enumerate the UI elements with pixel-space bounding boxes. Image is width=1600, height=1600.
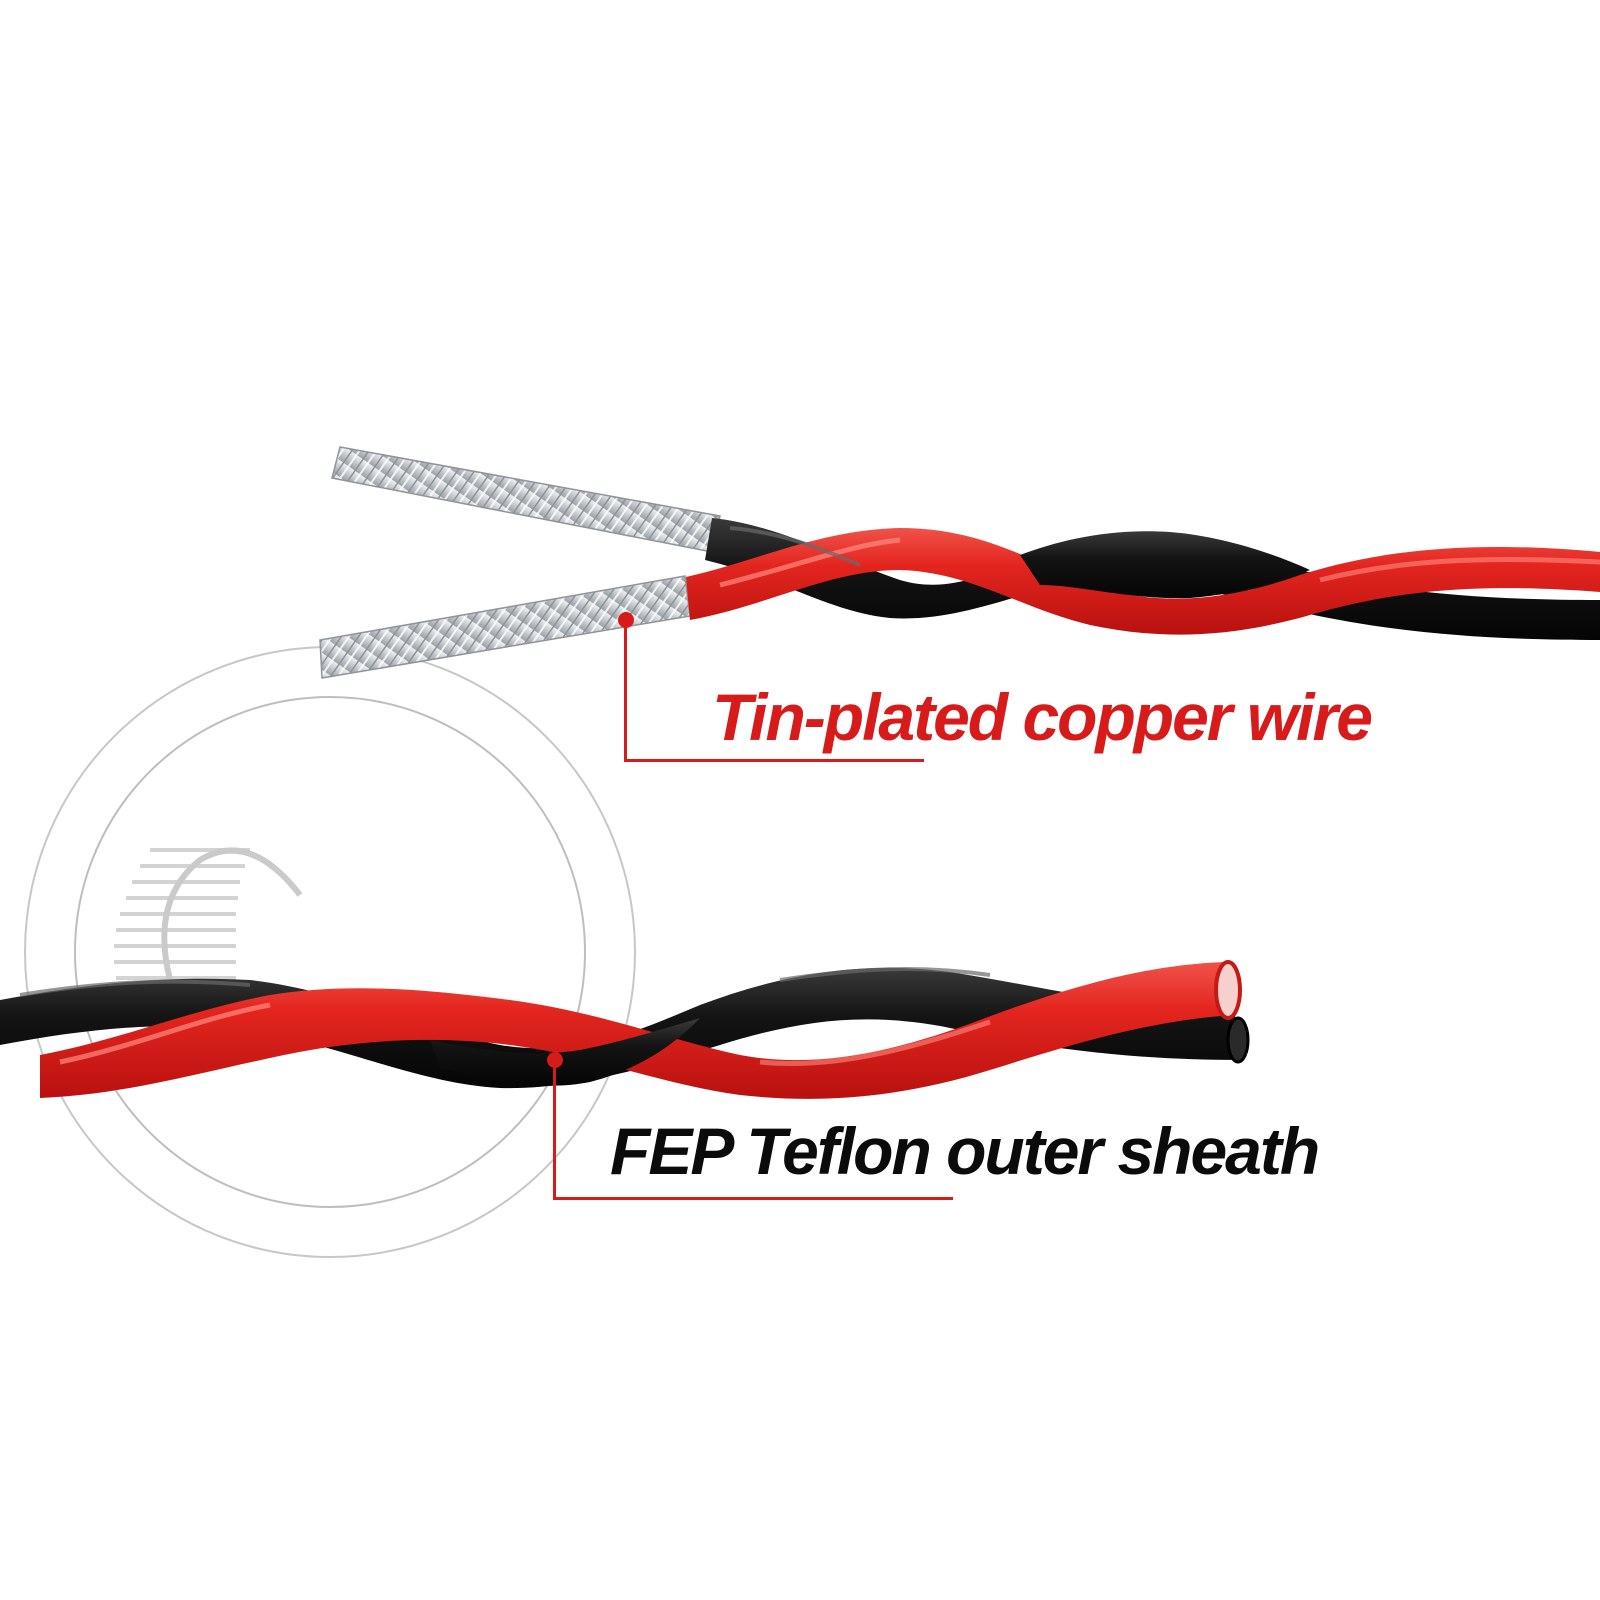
label-fep-teflon-outer-sheath: FEP Teflon outer sheath: [610, 1114, 1320, 1188]
label-tin-plated-copper-wire: Tin-plated copper wire: [712, 680, 1373, 754]
watermark-seal: [24, 646, 636, 1258]
red-insulation-upper: [686, 528, 1600, 635]
lower-twisted-cable: [0, 960, 1250, 1099]
cut-end-black: [1226, 1016, 1250, 1064]
upper-twisted-cable: [319, 446, 1600, 679]
red-insulation-lower: [40, 962, 1235, 1099]
tin-strands-upper: [331, 446, 721, 553]
black-insulation-crossover-lower: [430, 1018, 700, 1086]
tin-strands-lower: [319, 575, 691, 679]
cut-end-red: [1214, 960, 1242, 1020]
callout-line-sheath-horizontal: [553, 1197, 953, 1200]
callout-line-sheath-vertical: [553, 1060, 556, 1200]
callout-line-copper-vertical: [624, 620, 627, 762]
black-insulation-crossover: [1020, 531, 1310, 599]
callout-line-copper-horizontal: [624, 759, 924, 762]
